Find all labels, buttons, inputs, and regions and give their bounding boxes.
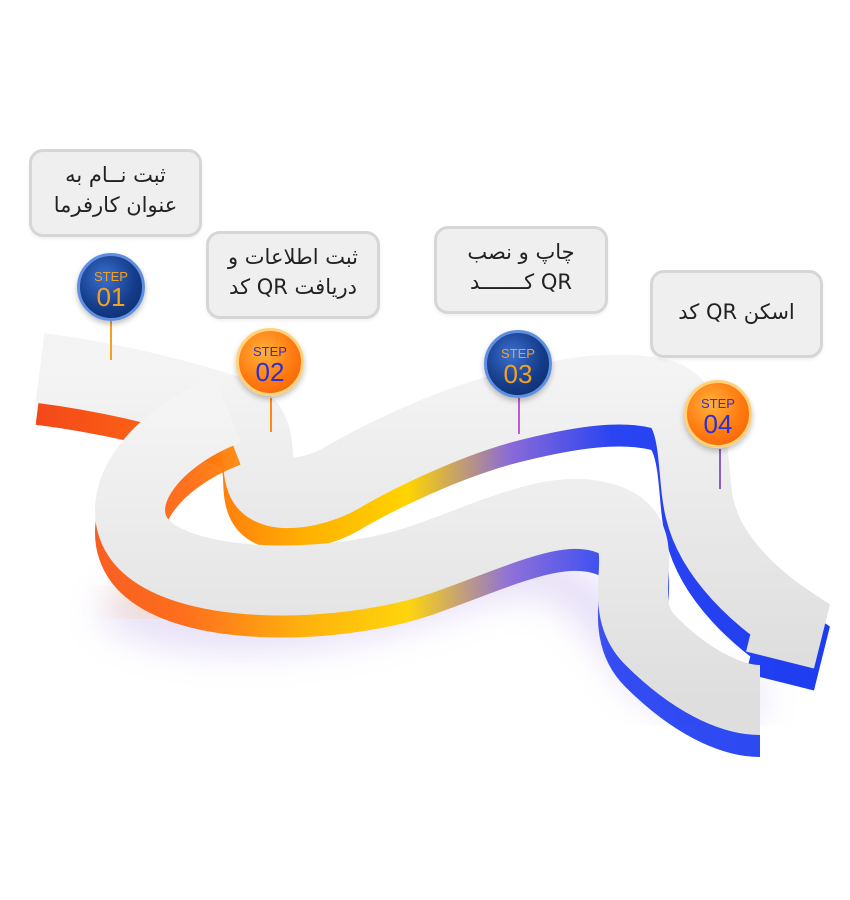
road-surface	[35, 333, 830, 669]
step-03-pin	[518, 398, 520, 434]
step-04-line1: اسکن QR کد	[678, 300, 795, 324]
step-01-badge: STEP 01	[77, 253, 145, 321]
step-02-pin	[270, 398, 272, 432]
step-02-badge: STEP 02	[236, 328, 304, 396]
step-01-line2: عنوان کارفرما	[53, 193, 178, 217]
step-01-label: ثبت نــام به عنوان کارفرما	[29, 149, 202, 237]
step-01-line1: ثبت نــام به	[65, 163, 166, 187]
step-01-number: 01	[96, 282, 126, 312]
step-01-prefix: STEP	[94, 269, 128, 284]
step-03-prefix: STEP	[501, 346, 535, 361]
step-02-number: 02	[255, 357, 285, 387]
step-03-badge: STEP 03	[484, 330, 552, 398]
step-03-number: 03	[503, 359, 533, 389]
step-03-line1: چاپ و نصب	[467, 240, 575, 264]
step-04-pin	[719, 449, 721, 489]
step-04-badge: STEP 04	[684, 380, 752, 448]
step-03-label: چاپ و نصب QR کـــــــد	[434, 226, 608, 314]
step-02-line2: دریافت QR کد	[229, 275, 357, 299]
step-04-number: 04	[703, 409, 733, 439]
step-04-prefix: STEP	[701, 396, 735, 411]
road-loop-surface	[95, 377, 762, 735]
step-02-prefix: STEP	[253, 344, 287, 359]
step-04-label: اسکن QR کد	[650, 270, 823, 358]
step-02-line1: ثبت اطلاعات و	[227, 245, 359, 269]
step-02-label: ثبت اطلاعات و دریافت QR کد	[206, 231, 380, 319]
step-01-pin	[110, 318, 112, 360]
step-03-line2: QR کـــــــد	[470, 270, 572, 294]
